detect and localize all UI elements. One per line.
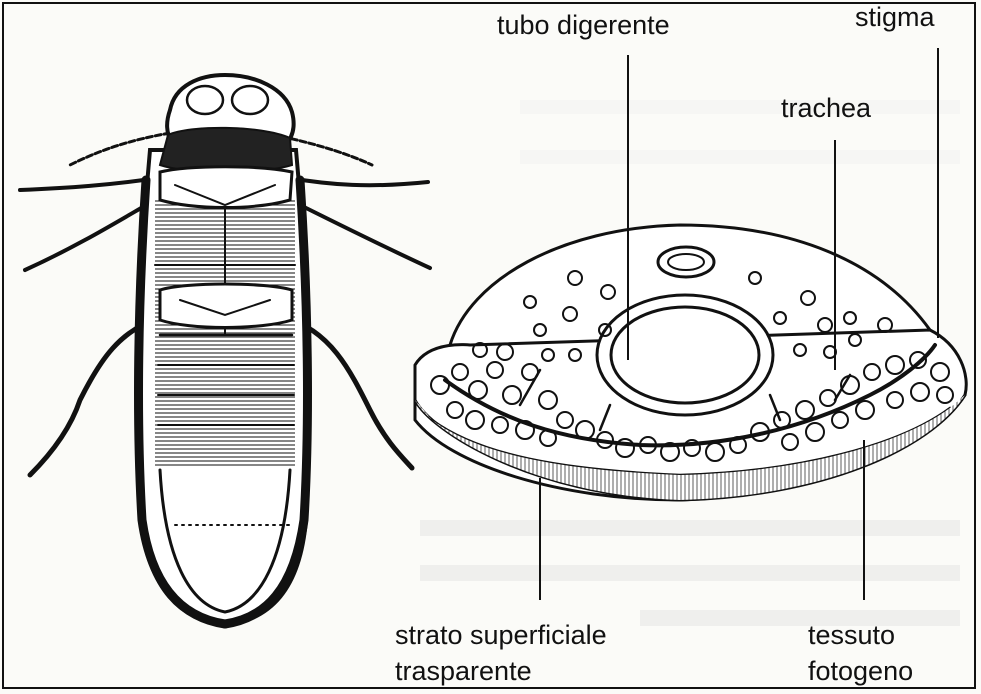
label-tessuto-line2: fotogeno: [808, 656, 913, 686]
label-strato-line2: trasparente: [395, 656, 532, 686]
firefly-drawing: [20, 75, 430, 625]
label-trachea: trachea: [781, 93, 872, 123]
label-stigma: stigma: [855, 2, 936, 32]
label-tessuto-line1: tessuto: [808, 620, 895, 650]
cross-section-drawing: [415, 225, 966, 500]
label-strato-line1: strato superficiale: [395, 620, 607, 650]
label-tubo-digerente: tubo digerente: [497, 10, 670, 40]
